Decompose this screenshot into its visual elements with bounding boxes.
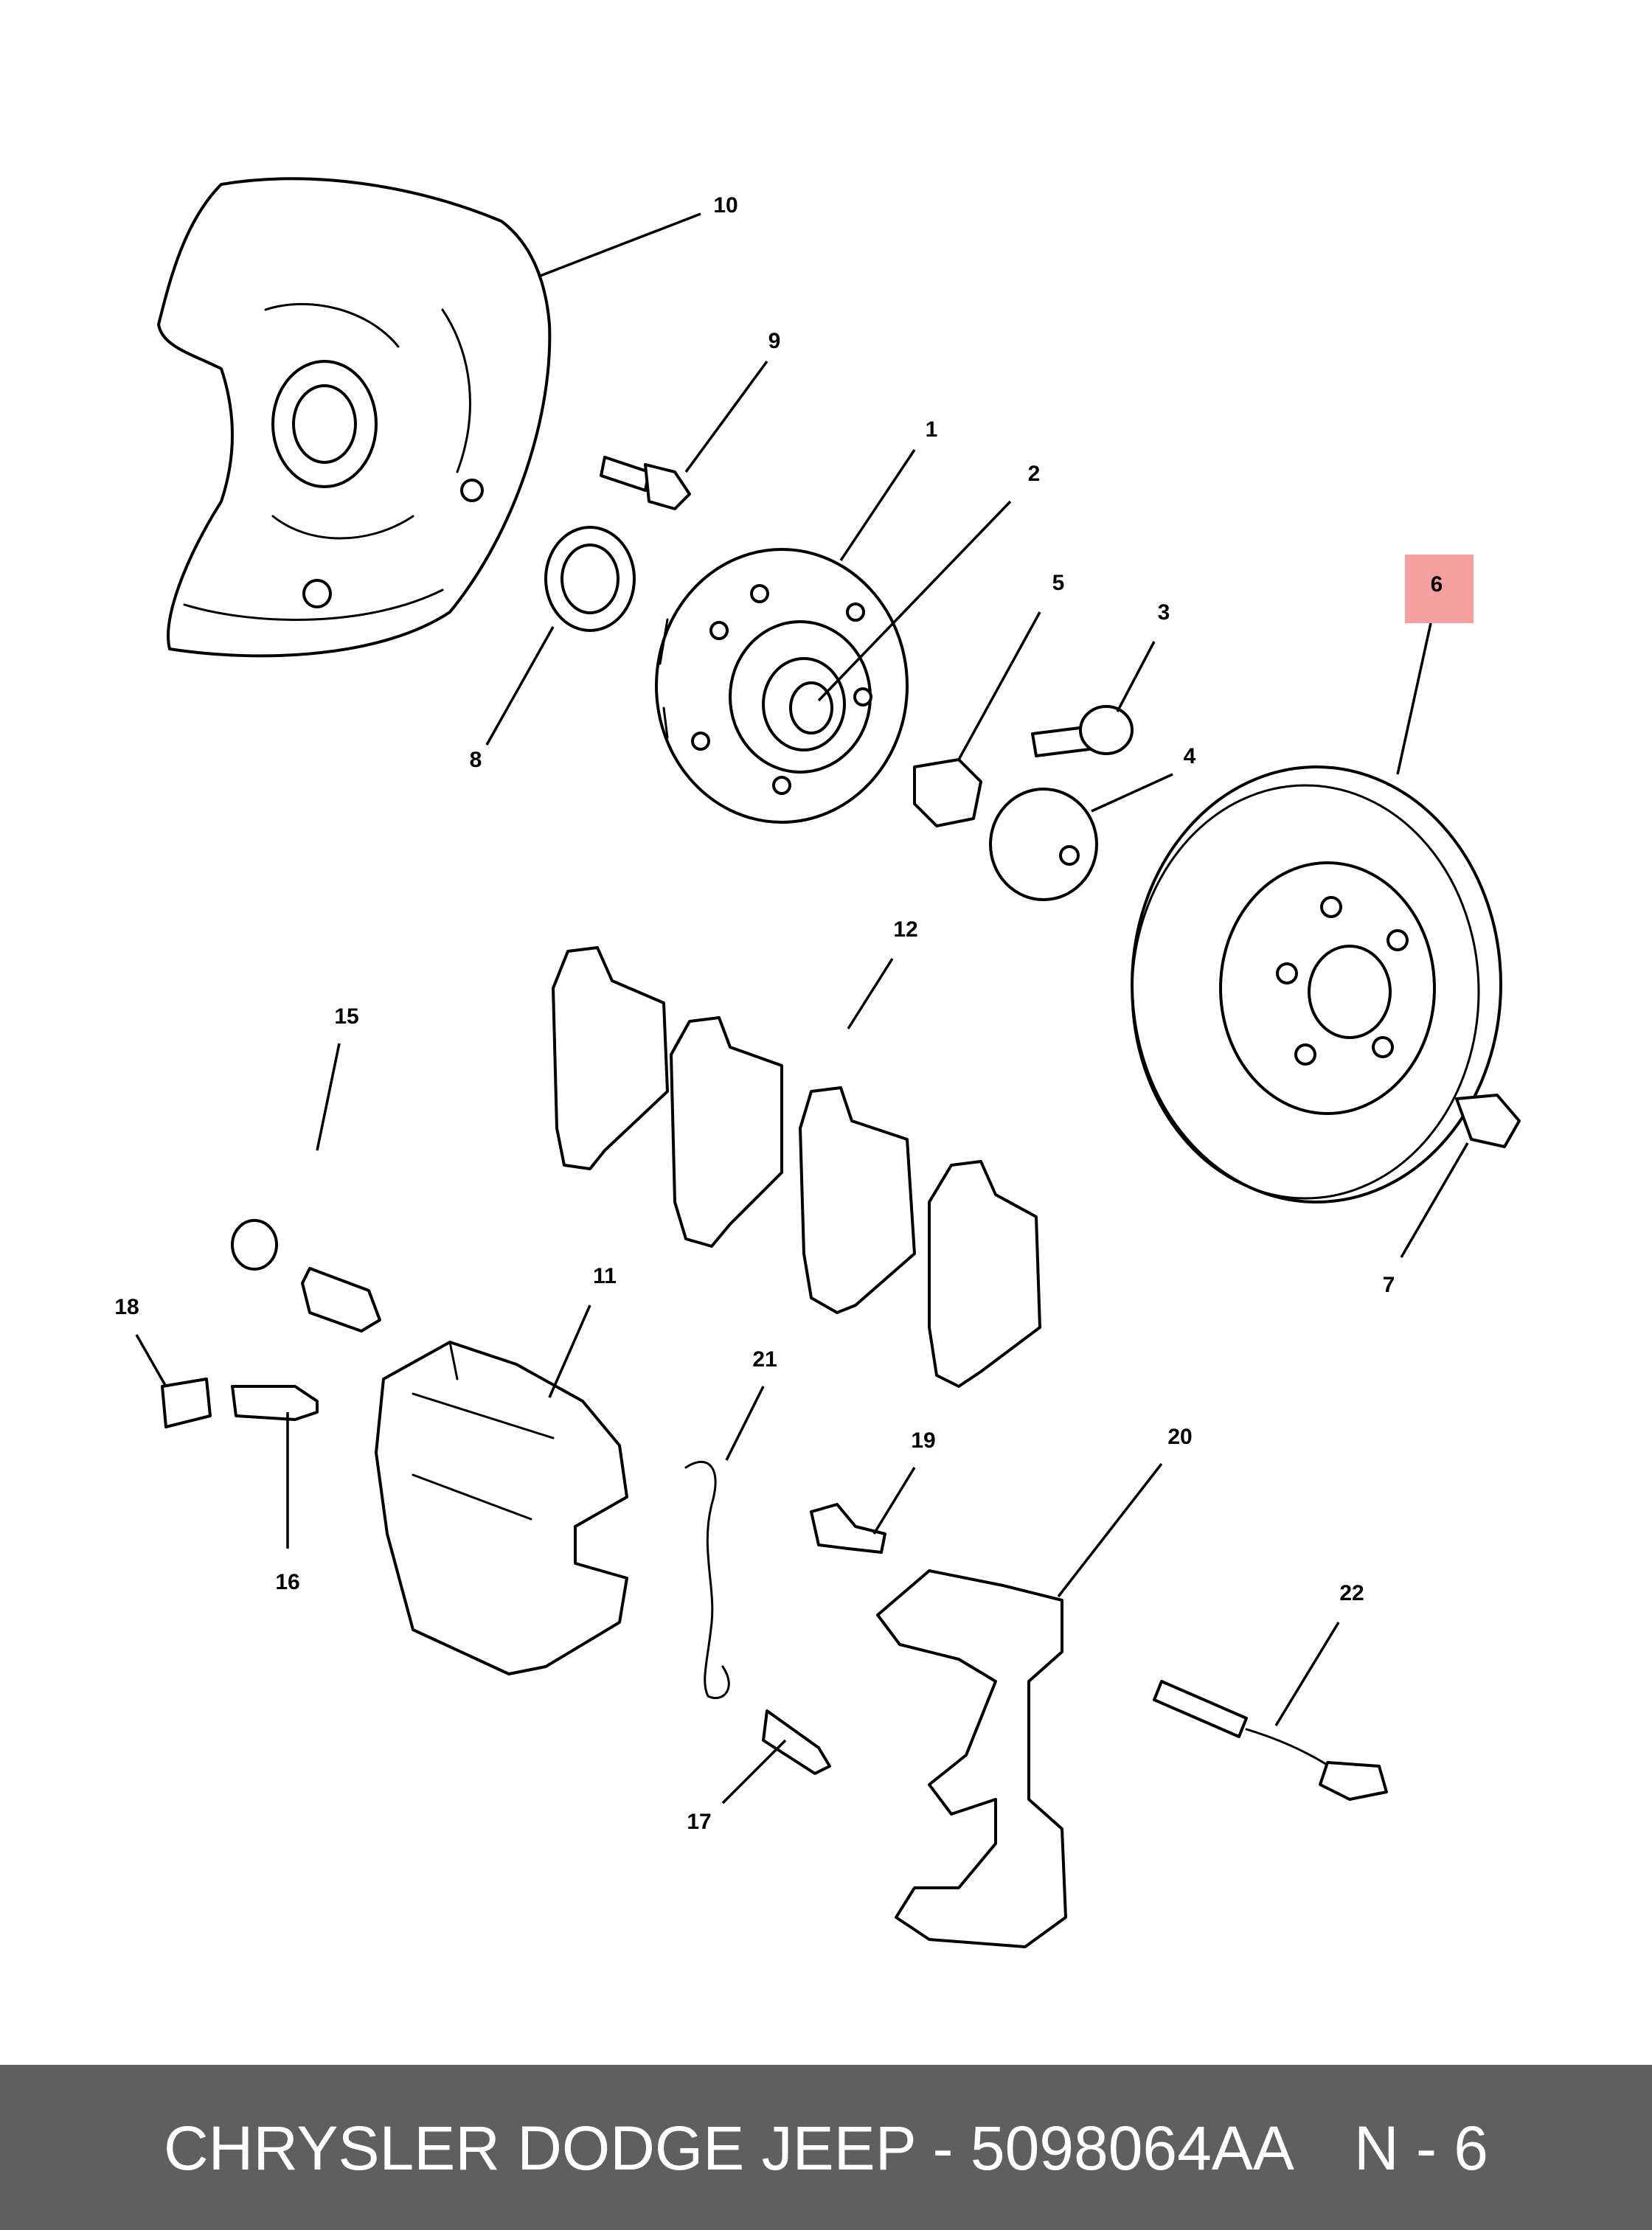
callout-3: 3 [1158,600,1170,625]
part-6-brake-disc [1131,765,1502,1203]
part-20-caliper-carrier [876,1569,1067,1948]
callout-labels: 10 9 1 2 5 3 4 6 7 8 12 15 18 11 21 19 2… [114,193,1443,1834]
part-2-bearing [762,657,846,751]
part-16-bleeder [231,1385,319,1421]
part-11-caliper [375,1341,628,1675]
callout-1: 1 [926,417,938,442]
callout-12: 12 [893,917,917,942]
part-3-bolt [1031,705,1134,757]
footer-callout-code: N - 6 [1353,2113,1488,2183]
part-8-seal [544,526,636,632]
exploded-parts-diagram: 10 9 1 2 5 3 4 6 7 8 12 15 18 11 21 19 2… [114,177,1521,1948]
footer-bar: CHRYSLER DODGE JEEP - 5098064AA N - 6 [0,2065,1652,2230]
callout-2: 2 [1028,462,1041,486]
callout-19: 19 [911,1428,935,1453]
callout-22: 22 [1339,1581,1364,1605]
part-10-dust-shield [157,177,552,658]
part-17-pin [762,1709,831,1775]
part-7-screw [1455,1094,1521,1148]
callout-9: 9 [768,329,781,353]
callout-18: 18 [114,1295,139,1319]
leader-lines [135,212,1469,1805]
callout-6: 6 [1431,572,1443,597]
callout-16: 16 [275,1570,299,1594]
part-12-brake-pads [552,946,1041,1388]
callout-17: 17 [687,1810,711,1834]
part-4-cap [989,788,1098,901]
footer-part-title: CHRYSLER DODGE JEEP - 5098064AA [164,2113,1294,2183]
callout-21: 21 [752,1347,777,1372]
part-22-wear-sensor [1153,1680,1388,1801]
callout-8: 8 [470,748,482,772]
callout-5: 5 [1052,571,1065,595]
callout-6-highlight [1405,555,1474,623]
callout-15: 15 [334,1004,358,1029]
part-18-cap [161,1378,212,1428]
part-19-bolt [810,1503,886,1554]
part-5-nut [913,758,982,827]
callout-11: 11 [593,1264,617,1288]
part-15-guide-pins [231,1219,381,1333]
callout-4: 4 [1184,744,1196,768]
callout-10: 10 [713,193,738,218]
callout-20: 20 [1167,1425,1192,1449]
callout-7: 7 [1383,1273,1395,1297]
part-21-spring [684,1460,730,1700]
part-9-bolt [600,456,691,510]
